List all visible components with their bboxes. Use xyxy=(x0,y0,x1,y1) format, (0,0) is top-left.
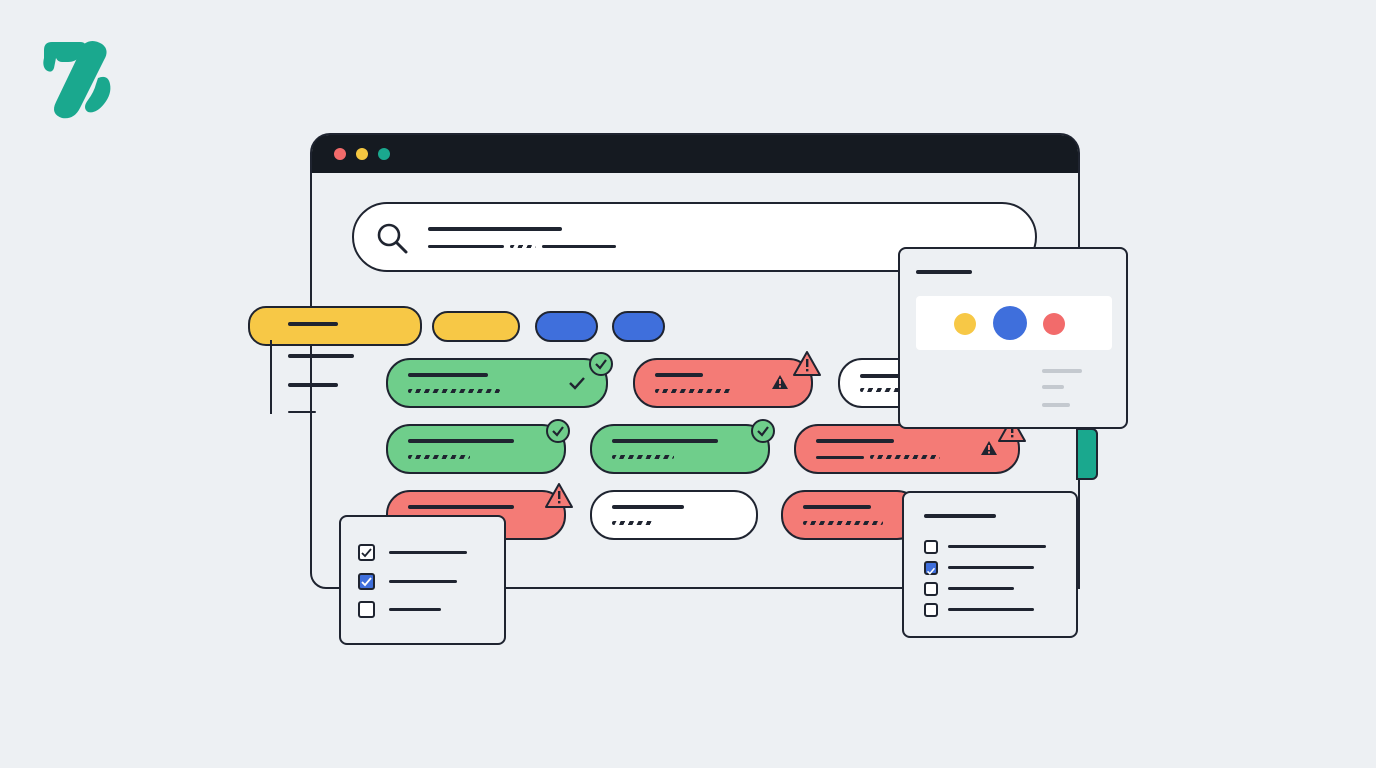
tag-title-line xyxy=(816,439,894,443)
checklist-item-line xyxy=(948,545,1046,548)
status-tag-success[interactable] xyxy=(590,424,770,474)
dropdown-item-1[interactable] xyxy=(288,354,354,358)
tag-meta-dashes xyxy=(612,455,674,459)
color-picker-popover xyxy=(898,247,1128,429)
dropdown-connector xyxy=(270,340,272,414)
checklist-item-line xyxy=(948,587,1014,590)
checklist-item-line xyxy=(389,551,467,554)
checkbox-unchecked[interactable] xyxy=(924,540,938,554)
tag-meta-dashes xyxy=(408,455,470,459)
check-circle-icon xyxy=(751,419,775,443)
checkbox-checked[interactable] xyxy=(358,544,375,561)
check-icon xyxy=(568,376,586,395)
status-tag-error[interactable] xyxy=(781,490,921,540)
check-circle-icon xyxy=(589,352,613,376)
popover-title-line xyxy=(916,270,972,274)
checklist-item-line xyxy=(389,608,441,611)
option-line xyxy=(1042,385,1064,389)
search-subtext-line xyxy=(428,245,504,248)
tag-meta-dashes xyxy=(803,521,883,525)
tag-title-line xyxy=(408,505,514,509)
warning-triangle-icon xyxy=(544,482,574,514)
status-tag-error[interactable] xyxy=(794,424,1020,474)
option-line xyxy=(1042,369,1082,373)
checklist-panel-left xyxy=(339,515,506,645)
checkbox-unchecked[interactable] xyxy=(924,603,938,617)
panel-title-line xyxy=(924,514,996,518)
tag-meta-dashes xyxy=(408,389,500,393)
swatch-red[interactable] xyxy=(1043,313,1065,335)
filter-chip-yellow[interactable] xyxy=(432,311,520,342)
title-bar xyxy=(312,135,1078,173)
status-tag-success[interactable] xyxy=(386,424,566,474)
warning-icon xyxy=(771,374,789,395)
search-subtext-line-2 xyxy=(542,245,616,248)
search-subtext-dashes xyxy=(510,245,536,248)
scroll-accent[interactable] xyxy=(1076,428,1098,480)
checklist-item-line xyxy=(948,566,1034,569)
close-dot[interactable] xyxy=(334,148,346,160)
swatch-blue-selected[interactable] xyxy=(993,306,1027,340)
minimize-dot[interactable] xyxy=(356,148,368,160)
status-tag-error[interactable] xyxy=(633,358,813,408)
checkbox-checked-blue[interactable] xyxy=(358,573,375,590)
tag-title-line xyxy=(612,505,684,509)
brand-logo xyxy=(40,38,114,122)
maximize-dot[interactable] xyxy=(378,148,390,160)
swatch-yellow[interactable] xyxy=(954,313,976,335)
search-query-line xyxy=(428,227,562,231)
tag-title-line xyxy=(803,505,871,509)
checklist-item-line xyxy=(389,580,457,583)
tag-meta-dashes xyxy=(655,389,733,393)
dropdown-item-3[interactable] xyxy=(288,411,316,413)
checkbox-checked-blue[interactable] xyxy=(924,561,938,575)
check-circle-icon xyxy=(546,419,570,443)
checkbox-unchecked[interactable] xyxy=(358,601,375,618)
checkbox-unchecked[interactable] xyxy=(924,582,938,596)
chip-label-line xyxy=(288,322,338,326)
warning-icon xyxy=(980,440,998,461)
dropdown-item-2[interactable] xyxy=(288,383,338,387)
tag-meta-dashes xyxy=(870,455,940,459)
tag-title-line xyxy=(655,373,703,377)
status-tag-success[interactable] xyxy=(386,358,608,408)
filter-chip-blue-small[interactable] xyxy=(612,311,665,342)
tag-meta-dashes xyxy=(612,521,652,525)
filter-chip-blue[interactable] xyxy=(535,311,598,342)
tag-title-line xyxy=(408,439,514,443)
tag-title-line xyxy=(408,373,488,377)
tag-meta-line xyxy=(816,456,864,459)
checklist-item-line xyxy=(948,608,1034,611)
warning-triangle-icon xyxy=(997,416,1027,448)
search-icon xyxy=(376,222,410,261)
checklist-panel-right xyxy=(902,491,1078,638)
filter-chip-yellow-active[interactable] xyxy=(248,306,422,346)
option-line xyxy=(1042,403,1070,407)
tag-title-line xyxy=(612,439,718,443)
status-tag-neutral[interactable] xyxy=(590,490,758,540)
swatch-row xyxy=(916,296,1112,350)
warning-triangle-icon xyxy=(792,350,822,382)
